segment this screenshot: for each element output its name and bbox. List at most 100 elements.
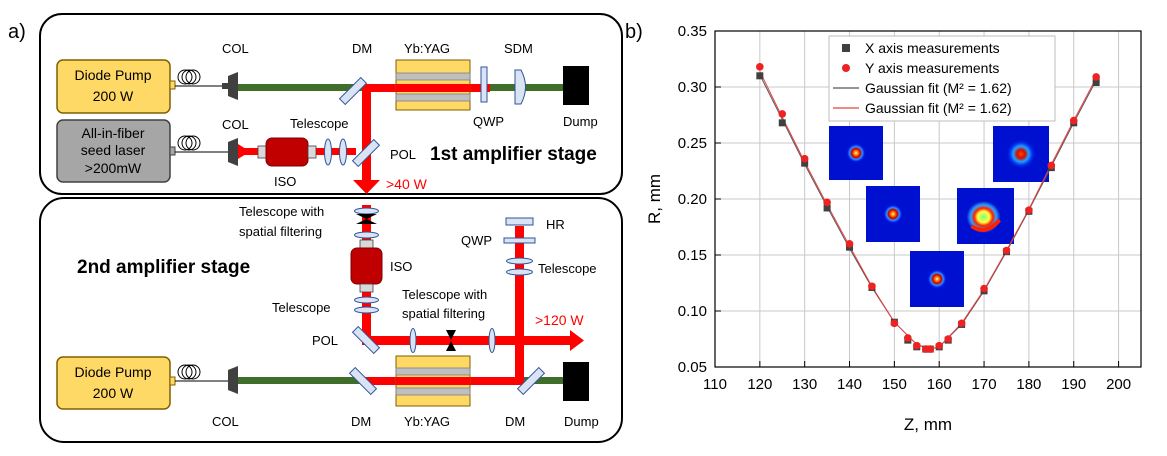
qwp-label-1: QWP xyxy=(473,114,504,129)
legend-marker-square xyxy=(842,44,850,52)
dichroic-mirror-2 xyxy=(348,366,378,396)
legend-marker-circle xyxy=(842,64,850,72)
data-point-y-axis xyxy=(868,282,876,291)
hr-label: HR xyxy=(546,217,565,232)
beam-dump-2 xyxy=(563,362,589,401)
telescope-spatial-label-2b: spatial filtering xyxy=(402,306,485,321)
data-point-y-axis xyxy=(980,284,988,293)
beam-spot xyxy=(883,204,903,224)
diode-pump-1-line1: Diode Pump xyxy=(74,67,151,83)
diode-pump-2-line1: Diode Pump xyxy=(74,364,151,380)
x-tick-label: 150 xyxy=(882,376,907,393)
col-label-1: COL xyxy=(222,41,249,56)
beam-spot xyxy=(1007,140,1035,168)
legend-entry: Y axis measurements xyxy=(865,60,999,76)
beam-spot xyxy=(927,269,947,289)
telescope-spatial-label-1a: Telescope with xyxy=(239,204,324,219)
ybyag-label-1: Yb:YAG xyxy=(404,41,450,56)
col-label-2: COL xyxy=(222,117,249,132)
pol-label-1: POL xyxy=(390,147,416,162)
polarizer-2 xyxy=(351,325,381,355)
data-point-y-axis xyxy=(890,319,899,328)
dump-label-1: Dump xyxy=(563,114,598,129)
data-point-y-axis xyxy=(912,341,921,350)
iso-label-2: ISO xyxy=(390,259,412,274)
stage1-title: 1st amplifier stage xyxy=(430,144,597,165)
dichroic-mirror-1 xyxy=(338,76,368,106)
power-40w: >40 W xyxy=(386,176,428,192)
panel-b-label: b) xyxy=(625,21,643,43)
ybyag-label-2: Yb:YAG xyxy=(404,414,450,429)
fiber-coil-2 xyxy=(175,135,228,153)
legend-entry: Gaussian fit (M² = 1.62) xyxy=(865,80,1012,96)
x-tick-label: 190 xyxy=(1061,376,1086,393)
telescope-spatial-label-1b: spatial filtering xyxy=(239,224,322,239)
amp2-return-beam xyxy=(515,226,524,385)
stage2-title: 2nd amplifier stage xyxy=(77,257,250,278)
y-tick-label: 0.20 xyxy=(678,191,707,208)
x-tick-label: 170 xyxy=(972,376,997,393)
power-120w: >120 W xyxy=(535,312,584,328)
data-point-y-axis xyxy=(823,198,831,207)
y-tick-label: 0.15 xyxy=(678,247,707,264)
data-point-y-axis xyxy=(926,345,935,353)
telescope-spatial-label-2a: Telescope with xyxy=(402,287,487,302)
pol-label-2: POL xyxy=(312,333,338,348)
data-point-y-axis xyxy=(1069,116,1078,125)
data-point-x-axis xyxy=(778,119,786,127)
data-point-x-axis xyxy=(801,159,809,167)
x-axis-label: Z, mm xyxy=(904,415,952,434)
y-tick-label: 0.35 xyxy=(678,23,707,40)
qwp-label-2: QWP xyxy=(461,233,492,248)
data-point-x-axis xyxy=(823,204,831,212)
x-tick-label: 160 xyxy=(927,376,952,393)
pump-beam-2 xyxy=(238,377,362,384)
telescope-label-1: Telescope xyxy=(290,116,349,131)
dichroic-mirror-3 xyxy=(516,366,546,396)
collimator-3 xyxy=(228,366,238,394)
sdm-mirror xyxy=(514,69,526,105)
data-point-y-axis xyxy=(1047,161,1056,170)
legend-entry: X axis measurements xyxy=(865,40,1000,56)
sdm-label: SDM xyxy=(504,41,533,56)
x-tick-label: 110 xyxy=(703,376,727,393)
panel-a: a) Diode Pump 200 W COL DM Yb:YAG xyxy=(8,13,623,443)
data-point-x-axis xyxy=(1092,79,1100,87)
collimator-1 xyxy=(228,72,238,100)
telescope-label-2: Telescope xyxy=(272,300,331,315)
panel-a-label: a) xyxy=(8,21,26,43)
x-tick-label: 200 xyxy=(1106,376,1131,393)
qwp-1 xyxy=(480,66,488,103)
data-point-y-axis xyxy=(800,154,809,163)
x-tick-label: 180 xyxy=(1016,376,1041,393)
fiber-coil-1 xyxy=(175,69,228,87)
fiber-coil-3 xyxy=(175,364,228,382)
y-axis-label: R, mm xyxy=(645,174,664,224)
y-tick-label: 0.10 xyxy=(678,303,707,320)
data-point-y-axis xyxy=(944,335,952,343)
isolator-2 xyxy=(350,247,383,285)
data-point-y-axis xyxy=(1002,246,1011,255)
x-tick-label: 120 xyxy=(747,376,772,393)
y-tick-label: 0.25 xyxy=(678,135,707,152)
diode-pump-2-line2: 200 W xyxy=(93,385,134,401)
seed-line3: >200mW xyxy=(85,160,142,176)
data-point-y-axis xyxy=(778,110,787,118)
data-point-y-axis xyxy=(1092,73,1100,81)
isolator-1 xyxy=(265,137,309,167)
legend-entry: Gaussian fit (M² = 1.62) xyxy=(865,100,1012,116)
output-arrow-40w xyxy=(353,180,380,194)
telescope-lens-1a xyxy=(324,138,332,166)
legend-box xyxy=(828,35,1056,122)
telescope-label-3: Telescope xyxy=(538,261,597,276)
dump-label-2: Dump xyxy=(564,414,599,429)
data-point-y-axis xyxy=(935,341,944,350)
y-tick-label: 0.30 xyxy=(678,79,707,96)
dm-label-3: DM xyxy=(505,414,525,429)
qwp-2 xyxy=(503,237,536,244)
beam-dump-1 xyxy=(563,66,589,105)
diode-pump-1-line2: 200 W xyxy=(93,88,134,104)
y-tick-label: 0.05 xyxy=(678,359,707,376)
